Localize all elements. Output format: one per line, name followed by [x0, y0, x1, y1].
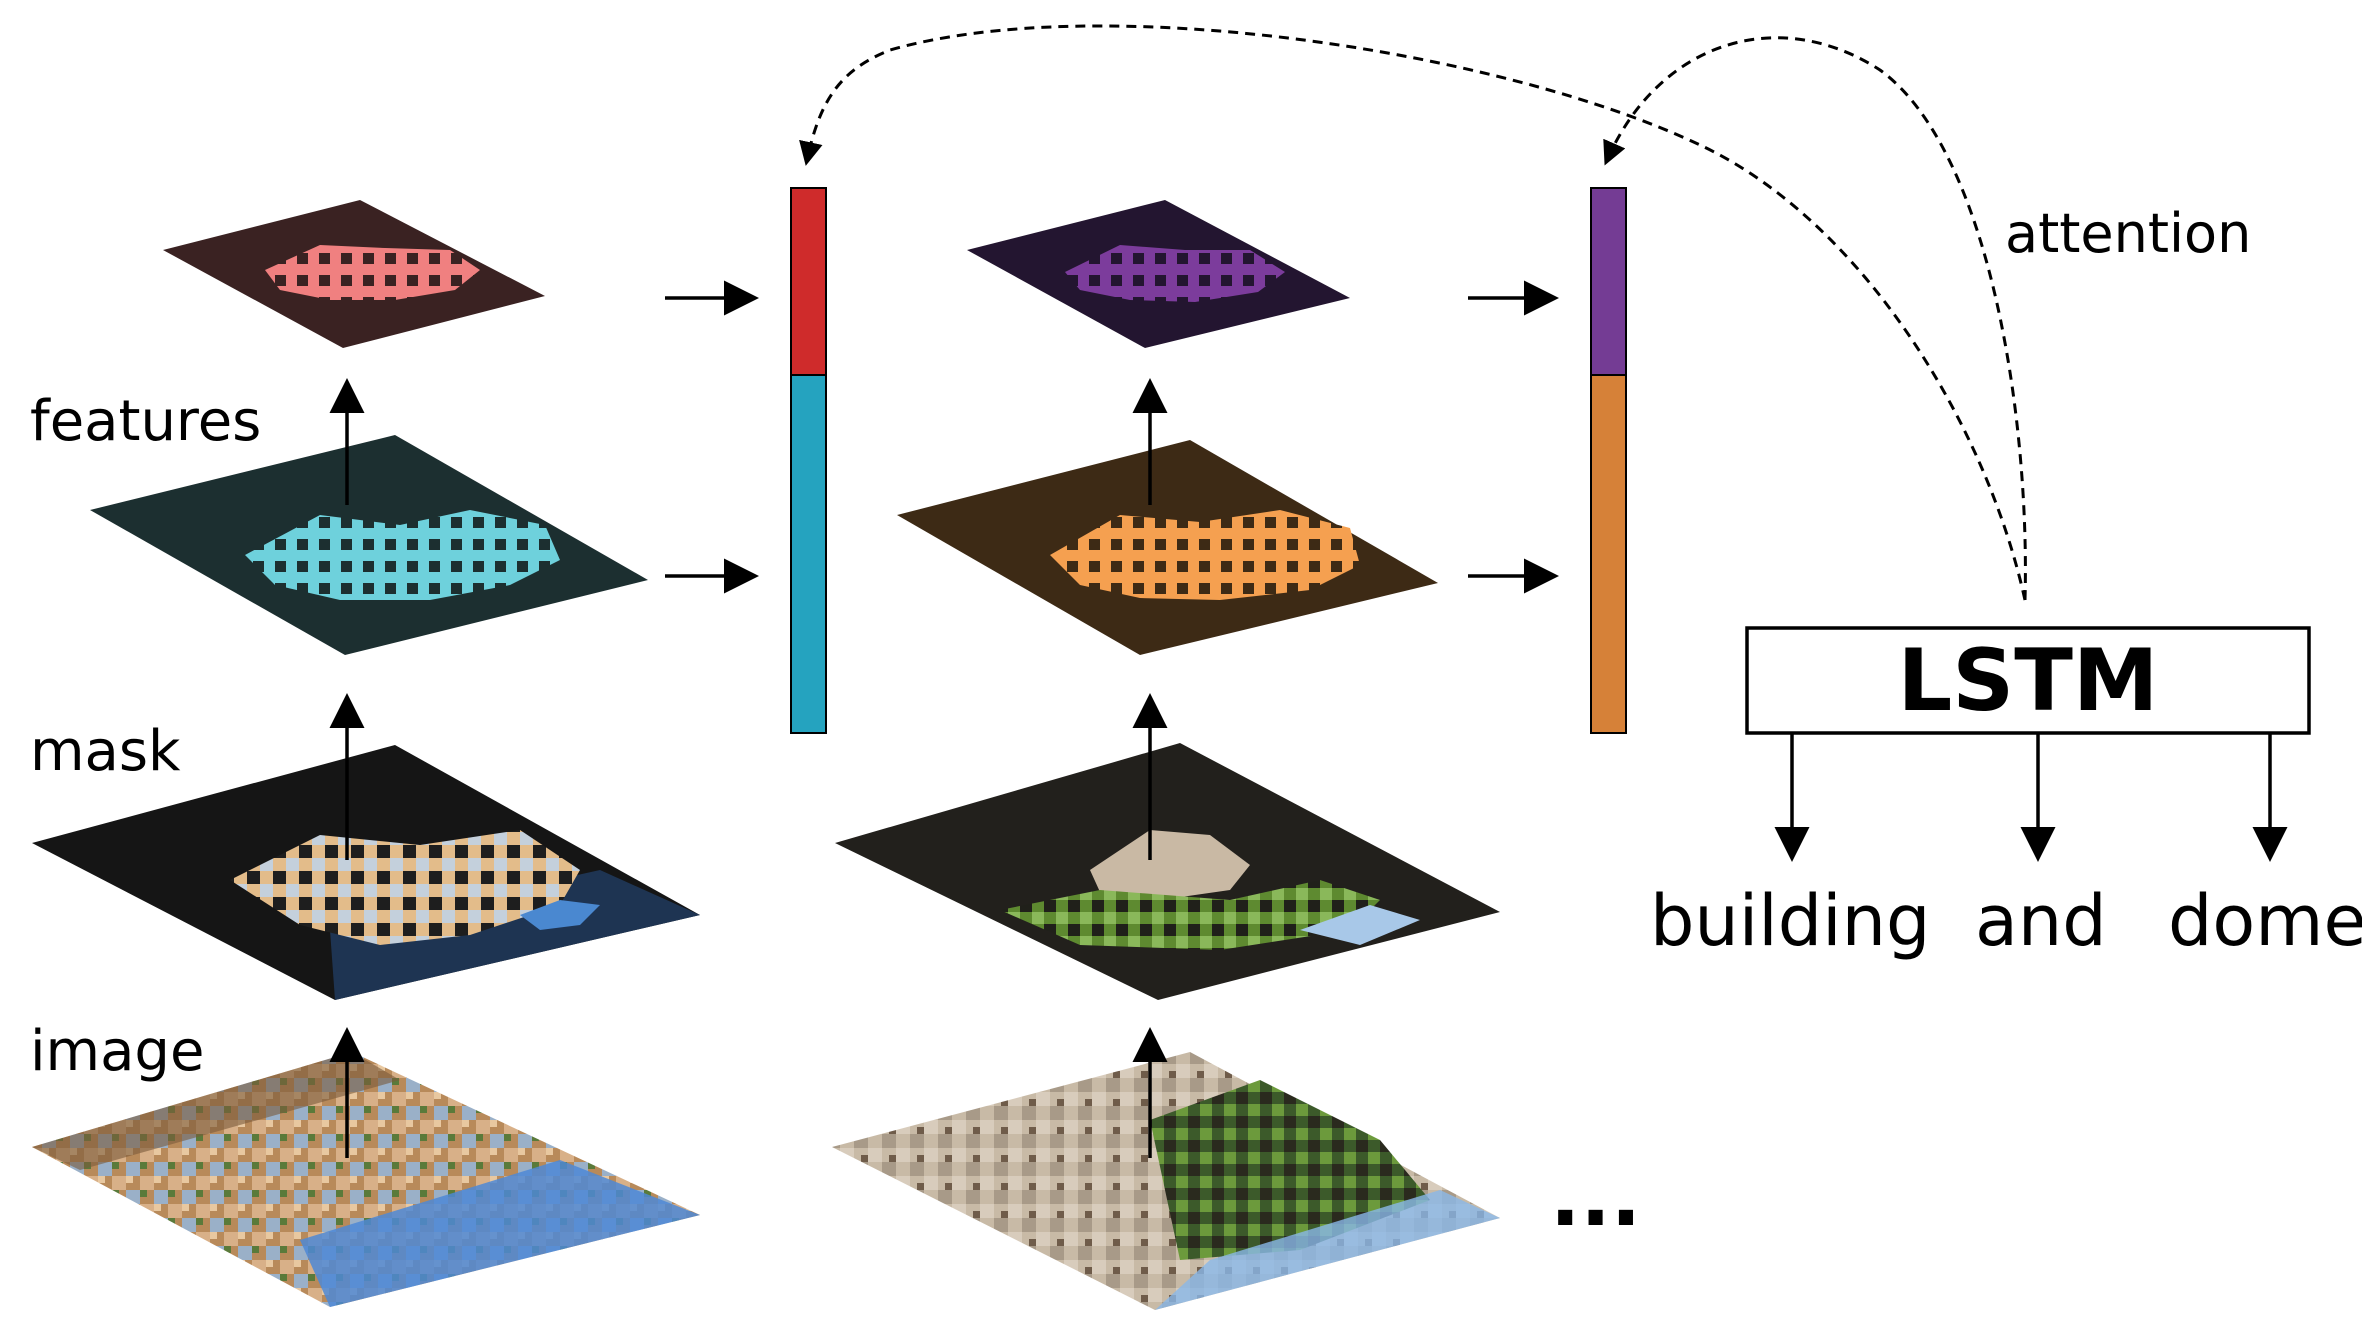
attention-arc-to-vector2 [1603, 36, 2027, 601]
output-word-building: building [1650, 880, 1930, 962]
purple-feature-map-layer [967, 200, 1350, 348]
output-word-and: and [1975, 880, 2107, 962]
orange-feature-map-layer [897, 440, 1438, 655]
image-label: image [30, 1019, 204, 1084]
lstm-box [1745, 626, 2311, 735]
features-label: features [30, 389, 261, 454]
masked-dome-image-layer [835, 743, 1500, 1000]
pink-feature-map-layer [163, 200, 545, 348]
mask-label: mask [30, 719, 181, 784]
lstm-label: LSTM [1898, 631, 2159, 731]
cyan-feature-map-layer [90, 435, 648, 655]
pixelated-city-image-layer [32, 1052, 700, 1307]
pixelated-dome-image-layer [832, 1052, 1500, 1310]
feature-vector-1 [790, 187, 827, 734]
attention-label: attention [2005, 202, 2251, 265]
masked-city-image-layer [32, 745, 700, 1000]
feature-vector-2 [1590, 187, 1627, 734]
ellipsis-label: ... [1550, 1151, 1641, 1244]
output-word-dome: dome [2168, 880, 2362, 962]
